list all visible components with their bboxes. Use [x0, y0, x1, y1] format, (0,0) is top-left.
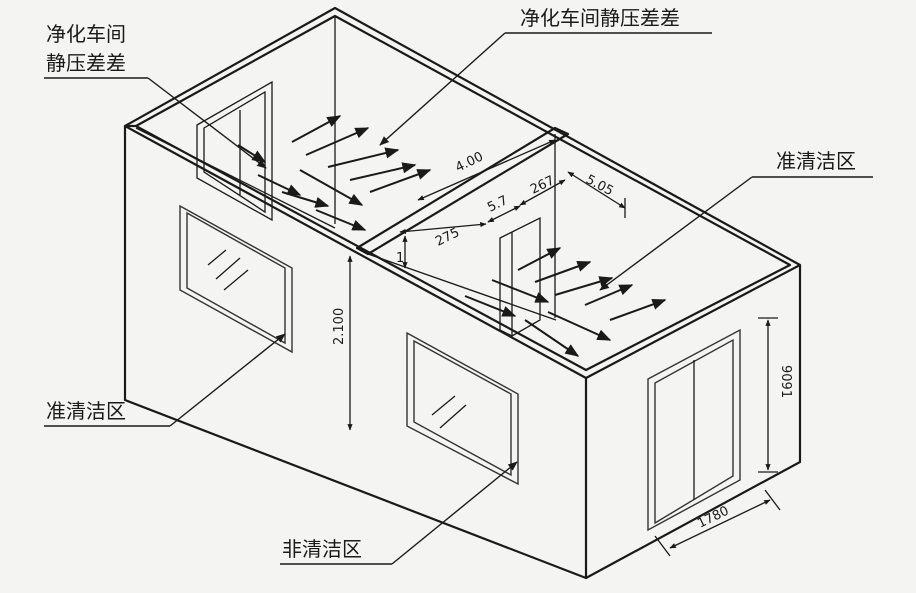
label-semi-clean-left: 准清洁区: [46, 399, 126, 423]
dim-5-05: 5.05: [583, 172, 616, 199]
roof-inner-outline: [134, 14, 792, 372]
dim-1: 1: [396, 251, 404, 266]
inner-door-partition: [499, 216, 541, 337]
dim-door-height: 9091: [778, 365, 793, 398]
dim-wall-height: 2.100: [332, 308, 347, 345]
label-semi-clean-right: 准清洁区: [776, 149, 856, 173]
label-non-clean: 非清洁区: [282, 537, 362, 561]
window-center: [406, 331, 519, 486]
dim-267: 267: [528, 173, 557, 197]
building-outline: [123, 6, 802, 580]
dimension-texts: 4.00 275 5.7 267 5.05 1 2.100 9091 1780: [332, 149, 793, 531]
window-left: [179, 204, 293, 354]
label-static-pressure-top: 净化车间静压差差: [520, 6, 680, 30]
inner-door-left: [196, 80, 273, 222]
dimension-lines: [347, 139, 781, 557]
airflow-arrows-right: [464, 247, 667, 357]
callouts: 净化车间 静压差差 净化车间静压差差 准清洁区 准清洁区 非清洁区: [44, 6, 873, 565]
airflow-arrows-left: [237, 115, 432, 231]
outer-door: [647, 328, 741, 532]
front-wall-outline: [123, 126, 588, 580]
label-static-pressure-left-2: 静压差差: [46, 51, 126, 75]
label-static-pressure-left-1: 净化车间: [46, 22, 126, 46]
roof-outline: [123, 6, 802, 380]
